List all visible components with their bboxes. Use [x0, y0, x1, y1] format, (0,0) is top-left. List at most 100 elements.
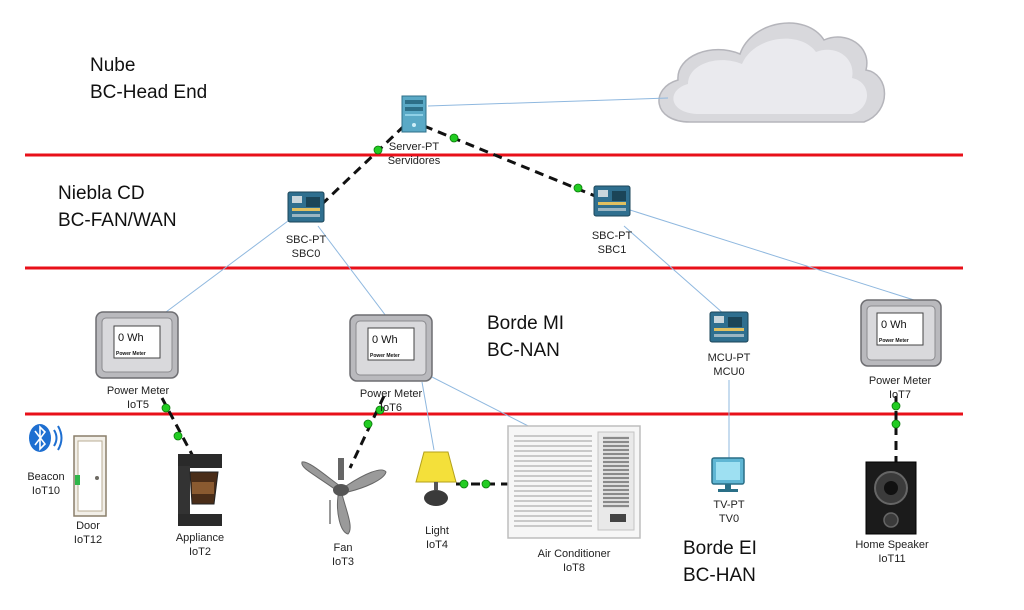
link-dot — [481, 479, 491, 489]
layer-fog-line1: Niebla CD — [58, 183, 145, 204]
device-name: SBC0 — [291, 248, 321, 260]
wireless-link-sbc0-meter-iot5 — [165, 217, 293, 313]
meter-reading: 0 Wh — [881, 319, 907, 331]
layer-label-cloud: Nube BC-Head End — [90, 52, 207, 106]
device-name: IoT12 — [73, 534, 103, 546]
door-label: Door IoT12 — [74, 519, 102, 547]
device-name: IoT4 — [425, 539, 449, 551]
lamp-icon[interactable] — [415, 451, 457, 506]
device-name: IoT7 — [888, 389, 912, 401]
device-type: Power Meter — [359, 388, 423, 400]
layer-label-fog: Niebla CD BC-FAN/WAN — [58, 180, 177, 234]
sbc1-label: SBC-PT SBC1 — [592, 229, 632, 257]
device-name: SBC1 — [597, 244, 627, 256]
device-name: IoT2 — [188, 546, 212, 558]
device-name: TV0 — [718, 513, 740, 525]
beacon-label: Beacon IoT10 — [27, 470, 64, 498]
device-name: IoT11 — [878, 553, 906, 565]
layer-edge-mi-line2: BC-NAN — [487, 340, 560, 361]
bluetooth-beacon-icon[interactable] — [29, 424, 63, 452]
device-name: IoT8 — [562, 562, 586, 574]
home-speaker-icon[interactable] — [865, 461, 917, 535]
layer-edge-ei-line1: Borde EI — [683, 538, 757, 559]
sbc0-board-icon[interactable] — [287, 191, 325, 223]
meter-iot7-label: Power Meter IoT7 — [869, 374, 931, 402]
layer-fog-line2: BC-FAN/WAN — [58, 210, 177, 231]
device-name: IoT3 — [331, 556, 355, 568]
layer-label-edge-ei: Borde EI BC-HAN — [683, 535, 757, 589]
tv-icon[interactable] — [711, 457, 745, 492]
power-meter-iot6-icon[interactable]: 0 Wh Power Meter — [349, 314, 433, 382]
link-dot — [363, 419, 373, 429]
device-type: MCU-PT — [707, 352, 751, 364]
link-dot — [161, 403, 171, 413]
device-type: TV-PT — [713, 499, 745, 511]
ceiling-fan-icon[interactable] — [301, 458, 387, 535]
device-name: IoT6 — [379, 402, 403, 414]
speaker-label: Home Speaker IoT11 — [855, 538, 928, 566]
meter-iot6-label: Power Meter IoT6 — [360, 387, 422, 415]
device-name: IoT10 — [31, 485, 61, 497]
wireless-link-meter-iot6-ac — [429, 375, 541, 433]
device-type: Server-PT — [388, 141, 440, 153]
coffee-maker-appliance-icon[interactable] — [178, 454, 222, 526]
device-type: Air Conditioner — [537, 548, 611, 560]
device-type: SBC-PT — [591, 230, 633, 242]
link-dot — [891, 401, 901, 411]
link-dot — [373, 145, 383, 155]
device-type: Appliance — [175, 532, 225, 544]
link-dot — [891, 419, 901, 429]
meter-panel-label: Power Meter — [879, 338, 909, 344]
link-dot — [375, 405, 385, 415]
wireless-link-sbc1-mcu0 — [623, 225, 725, 315]
device-type: Light — [425, 525, 449, 537]
link-dot — [459, 479, 469, 489]
light-label: Light IoT4 — [425, 524, 449, 552]
cable-link-meter-iot6-fan — [348, 395, 386, 469]
meter-panel-label: Power Meter — [370, 353, 400, 359]
layer-label-edge-mi: Borde MI BC-NAN — [487, 310, 564, 364]
sbc0-label: SBC-PT SBC0 — [286, 233, 326, 261]
ac-label: Air Conditioner IoT8 — [538, 547, 611, 575]
device-type: Power Meter — [868, 375, 932, 387]
device-name: Servidores — [387, 155, 441, 167]
link-dot — [449, 133, 459, 143]
door-icon[interactable] — [73, 435, 107, 517]
cloud-icon — [658, 22, 886, 123]
meter-iot5-label: Power Meter IoT5 — [107, 384, 169, 412]
meter-panel-label: Power Meter — [116, 351, 146, 357]
fan-label: Fan IoT3 — [332, 541, 354, 569]
device-type: SBC-PT — [285, 234, 327, 246]
wireless-link-meter-iot6-light — [421, 381, 435, 451]
server-icon[interactable] — [401, 95, 427, 133]
cable-link-server-sbc0 — [318, 124, 406, 208]
layer-edge-mi-line1: Borde MI — [487, 313, 565, 334]
cable-link-meter-iot5-appliance — [160, 397, 198, 463]
wireless-link-sbc1-meter-iot7 — [629, 209, 915, 301]
device-type: Fan — [333, 542, 353, 554]
tv-label: TV-PT TV0 — [713, 498, 744, 526]
layer-cloud-line2: BC-Head End — [90, 82, 208, 103]
mcu0-board-icon[interactable] — [709, 311, 749, 343]
power-meter-iot5-icon[interactable]: 0 Wh Power Meter — [95, 311, 179, 379]
device-type: Door — [76, 520, 100, 532]
air-conditioner-icon[interactable] — [507, 425, 641, 539]
device-type: Home Speaker — [855, 539, 929, 551]
power-meter-iot7-icon[interactable]: 0 Wh Power Meter — [860, 299, 942, 367]
wireless-link-sbc0-meter-iot6 — [317, 225, 387, 317]
meter-reading: 0 Wh — [372, 334, 398, 346]
device-name: IoT5 — [126, 399, 150, 411]
appliance-label: Appliance IoT2 — [176, 531, 224, 559]
meter-reading: 0 Wh — [118, 332, 144, 344]
device-type: Beacon — [27, 471, 65, 483]
layer-cloud-line1: Nube — [90, 55, 136, 76]
server-label: Server-PT Servidores — [388, 140, 441, 168]
device-type: Power Meter — [106, 385, 170, 397]
mcu0-label: MCU-PT MCU0 — [708, 351, 751, 379]
wireless-link-server-cloud — [427, 97, 669, 107]
link-dot — [573, 183, 583, 193]
layer-edge-ei-line2: BC-HAN — [683, 565, 756, 586]
sbc1-board-icon[interactable] — [593, 185, 631, 217]
link-dot — [173, 431, 183, 441]
